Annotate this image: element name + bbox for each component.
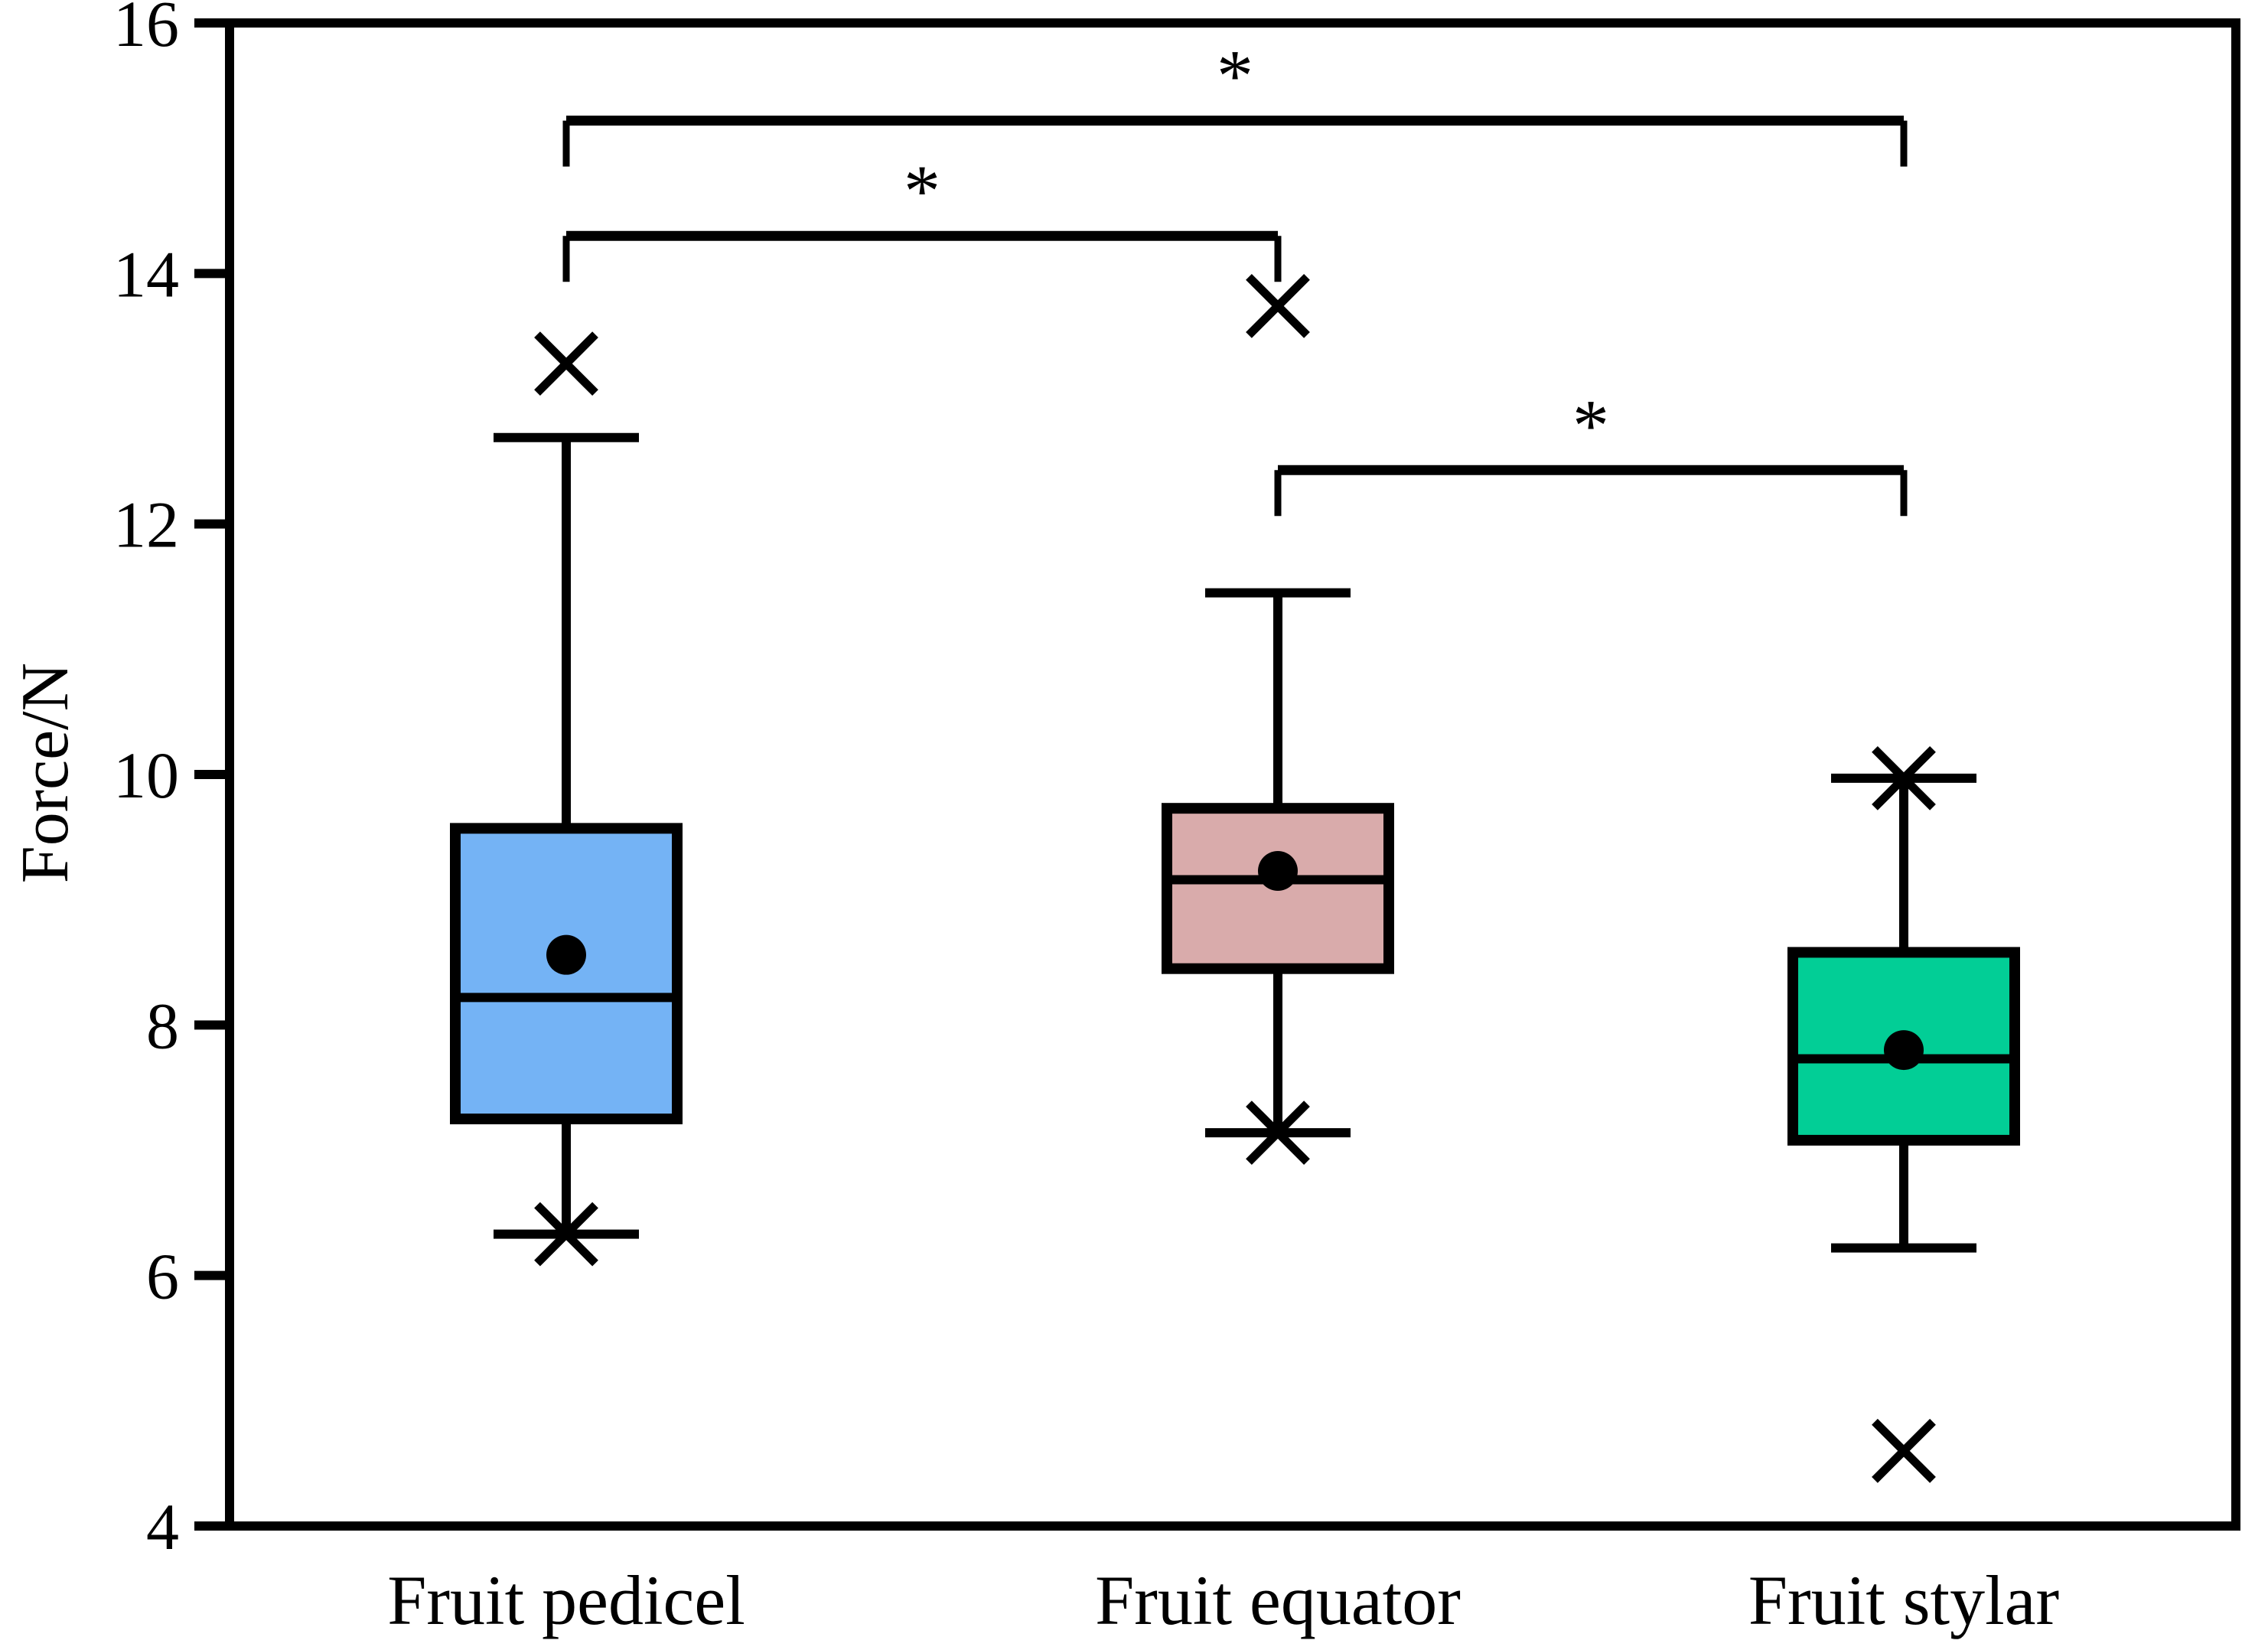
y-axis-tick-label: 16 (113, 0, 179, 60)
y-axis-tick-label: 8 (146, 989, 179, 1062)
mean-marker (546, 934, 586, 975)
y-axis-tick-label: 12 (113, 488, 179, 562)
mean-marker (1884, 1030, 1924, 1071)
x-axis-category-label: Fruit stylar (1748, 1561, 2059, 1639)
y-axis-tick-label: 6 (146, 1240, 179, 1313)
outlier-x-icon (1872, 746, 1936, 810)
outlier-x-icon (534, 1202, 598, 1267)
outlier-x-icon (1246, 273, 1310, 338)
y-axis-tick-label: 4 (146, 1490, 179, 1564)
y-axis-tick-label: 10 (113, 739, 179, 812)
outlier-x-icon (1872, 1418, 1936, 1483)
outlier-x-icon (534, 331, 598, 396)
x-axis-category-label: Fruit pedicel (387, 1561, 745, 1639)
y-axis-tick-label: 14 (113, 237, 179, 311)
x-axis-category-label: Fruit equator (1095, 1561, 1461, 1639)
y-axis-title: Force/N (8, 663, 83, 883)
mean-marker (1258, 851, 1298, 892)
significance-star-label: * (1572, 384, 1609, 466)
significance-star-label: * (1217, 35, 1253, 117)
significance-star-label: * (904, 150, 940, 232)
outlier-x-icon (1246, 1101, 1310, 1165)
